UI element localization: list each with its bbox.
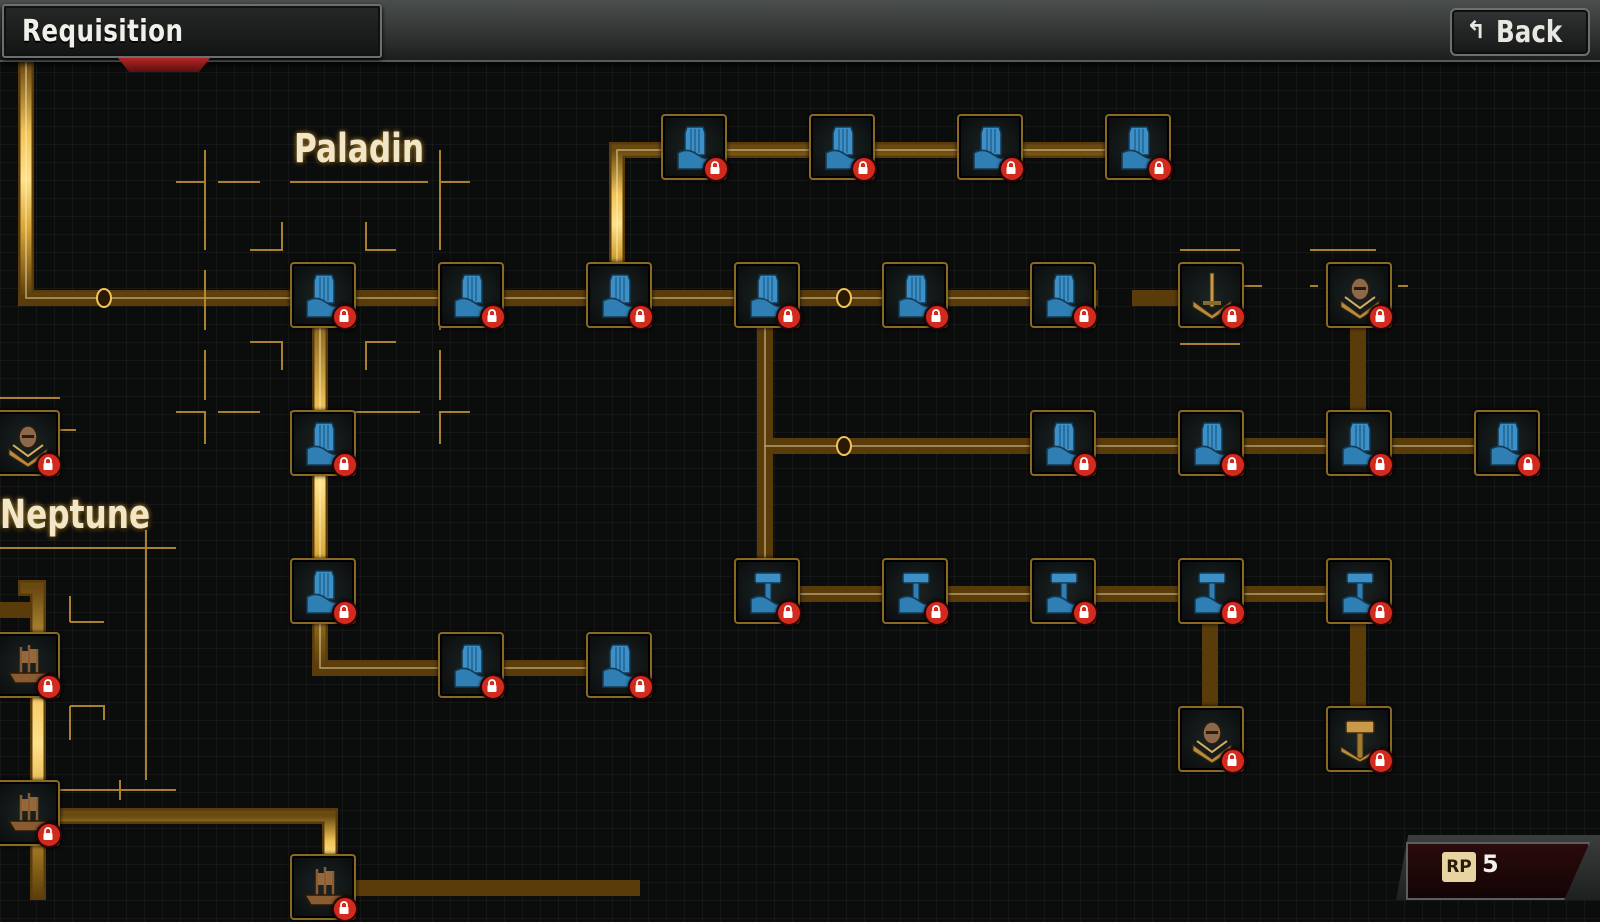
tech-node[interactable]: [290, 558, 358, 626]
lock-icon: [1368, 600, 1394, 626]
lock-icon: [924, 600, 950, 626]
lock-icon: [776, 600, 802, 626]
lock-icon: [1220, 304, 1246, 330]
rp-value: 5: [1482, 850, 1499, 878]
page-title: Requisition: [22, 14, 184, 49]
lock-icon: [999, 156, 1025, 182]
lock-icon: [332, 304, 358, 330]
tech-node[interactable]: [1030, 410, 1098, 478]
lock-icon: [1516, 452, 1542, 478]
rp-badge: RP: [1442, 852, 1476, 882]
tech-node[interactable]: [734, 558, 802, 626]
tech-node[interactable]: [1326, 558, 1394, 626]
title-plate: Requisition: [2, 4, 382, 58]
lock-icon: [1368, 748, 1394, 774]
tech-node[interactable]: [586, 262, 654, 330]
lock-icon: [36, 674, 62, 700]
lock-icon: [1072, 304, 1098, 330]
lock-icon: [776, 304, 802, 330]
tech-node[interactable]: [586, 632, 654, 700]
tech-node[interactable]: [882, 262, 950, 330]
top-bar: Requisition ↰ Back: [0, 0, 1600, 72]
lock-icon: [924, 304, 950, 330]
commander-portrait-icon: [1189, 715, 1235, 764]
tech-node[interactable]: [0, 410, 62, 478]
back-button[interactable]: ↰ Back: [1450, 8, 1590, 56]
arrow-up-left-icon: ↰: [1466, 16, 1487, 44]
pipe-joints: [96, 288, 852, 456]
tech-node[interactable]: [1178, 558, 1246, 626]
lock-icon: [480, 674, 506, 700]
commander-portrait-icon: [5, 419, 51, 468]
tech-node[interactable]: [661, 114, 729, 182]
tech-node[interactable]: [1326, 262, 1394, 330]
pipes: [0, 54, 1518, 900]
tech-node[interactable]: [290, 262, 358, 330]
section-label-paladin: Paladin: [294, 126, 425, 172]
tech-node[interactable]: [809, 114, 877, 182]
tech-node[interactable]: [1105, 114, 1173, 182]
tech-node[interactable]: [1030, 558, 1098, 626]
lock-icon: [480, 304, 506, 330]
lock-icon: [1368, 452, 1394, 478]
tech-node[interactable]: [1474, 410, 1542, 478]
title-tab-accent: [118, 58, 210, 72]
lock-icon: [703, 156, 729, 182]
lock-icon: [1072, 452, 1098, 478]
lock-icon: [332, 452, 358, 478]
lock-icon: [36, 822, 62, 848]
tech-node[interactable]: [882, 558, 950, 626]
infantry-icon: [301, 419, 347, 467]
tech-node[interactable]: [734, 262, 802, 330]
tech-node[interactable]: [438, 632, 506, 700]
lock-icon: [1220, 600, 1246, 626]
lock-icon: [36, 452, 62, 478]
section-brackets: [0, 150, 1408, 800]
lock-icon: [628, 674, 654, 700]
lock-icon: [851, 156, 877, 182]
tech-node[interactable]: [1178, 262, 1246, 330]
tech-node[interactable]: [1178, 410, 1246, 478]
lock-icon: [332, 600, 358, 626]
tech-node[interactable]: [438, 262, 506, 330]
tech-node[interactable]: [957, 114, 1025, 182]
lock-icon: [1220, 748, 1246, 774]
tech-node[interactable]: [1326, 706, 1394, 774]
lock-icon: [1147, 156, 1173, 182]
tech-node[interactable]: [290, 410, 358, 478]
lock-icon: [628, 304, 654, 330]
lock-icon: [1072, 600, 1098, 626]
tech-node[interactable]: [0, 780, 62, 848]
tech-node[interactable]: [1326, 410, 1394, 478]
tech-node[interactable]: [0, 632, 62, 700]
tech-node[interactable]: [290, 854, 358, 922]
hammer-trooper-icon: [1041, 567, 1087, 615]
section-label-neptune: Neptune: [0, 492, 151, 538]
tech-node[interactable]: [1030, 262, 1098, 330]
lock-icon: [1368, 304, 1394, 330]
hammer-trooper-icon: [1189, 567, 1235, 615]
back-button-label: Back: [1496, 15, 1563, 50]
tech-node[interactable]: [1178, 706, 1246, 774]
lock-icon: [1220, 452, 1246, 478]
resource-panel: [1406, 842, 1590, 900]
